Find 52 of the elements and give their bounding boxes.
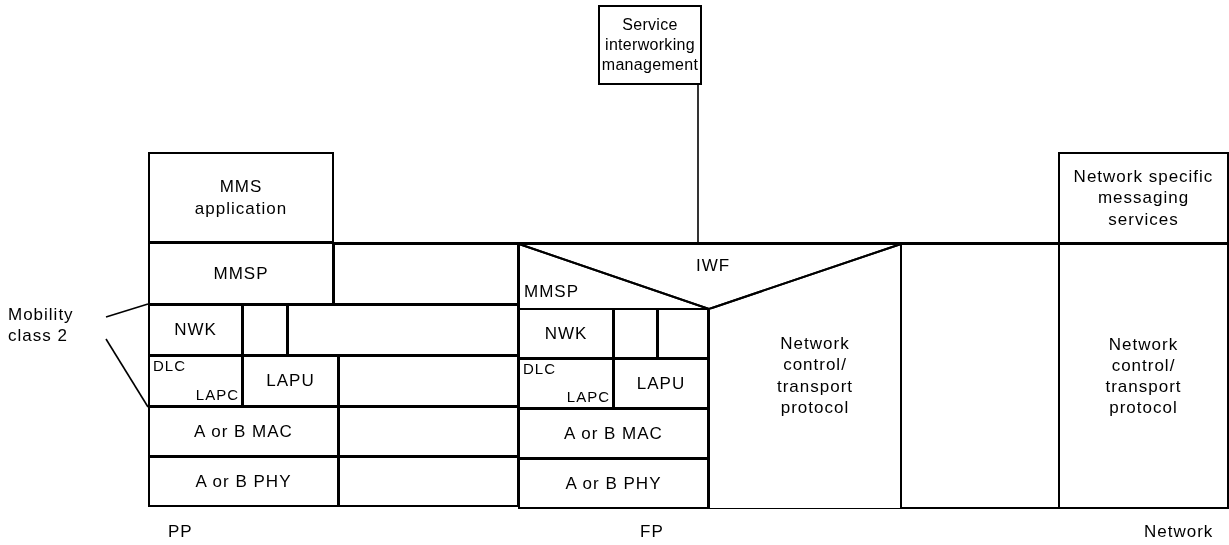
layer-box [518, 358, 614, 409]
layer-box [148, 406, 339, 457]
layer-box [148, 304, 243, 356]
leader-line [105, 303, 149, 318]
layer-label: Network specific messaging services [1072, 166, 1215, 230]
empty-layer-box [900, 243, 1060, 509]
empty-layer-box [657, 308, 709, 359]
column-label: FP [640, 522, 664, 542]
layer-label: IWF [696, 255, 731, 277]
empty-layer-box [338, 355, 519, 407]
layer-label: MMS application [193, 176, 289, 219]
layer-box [518, 458, 709, 509]
layer-label: DLC [153, 357, 186, 376]
annotation-label: Mobility class 2 [8, 300, 104, 350]
leader-line [105, 338, 149, 408]
empty-layer-box [287, 304, 519, 356]
layer-label: LAPU [266, 370, 315, 392]
layer-box [518, 408, 709, 459]
layer-box [148, 456, 339, 507]
layer-box [598, 5, 702, 85]
layer-label: Network control/ transport protocol [775, 333, 855, 418]
layer-label: NWK [544, 322, 588, 345]
empty-layer-box [613, 308, 658, 359]
layer-box [148, 242, 334, 305]
layer-label: Service interworking management [600, 15, 700, 75]
layer-label: MMSP [213, 262, 269, 285]
layer-box [1058, 243, 1229, 509]
layer-box [1058, 152, 1229, 244]
empty-layer-box [242, 304, 288, 356]
column-label: PP [168, 522, 193, 542]
layer-box [148, 152, 334, 243]
layer-label: NWK [174, 319, 217, 341]
column-label: Network [1144, 522, 1214, 542]
connector-line [697, 84, 699, 244]
layer-box [148, 355, 243, 407]
layer-label: DLC [523, 360, 556, 379]
empty-layer-box [338, 456, 519, 507]
layer-label: A or B MAC [564, 422, 663, 445]
layer-label: LAPC [566, 388, 610, 407]
empty-layer-box [338, 406, 519, 457]
layer-label: A or B PHY [565, 472, 662, 495]
layer-box [518, 243, 902, 309]
layer-label: Network control/ transport protocol [1104, 333, 1183, 419]
layer-label: A or B MAC [194, 420, 293, 443]
layer-label: A or B PHY [195, 470, 292, 493]
layer-box [613, 358, 709, 409]
layer-box [242, 355, 339, 407]
layer-box [518, 308, 614, 359]
empty-layer-box [333, 243, 519, 305]
layer-label: MMSP [524, 281, 579, 303]
layer-label: LAPC [195, 386, 239, 405]
layer-label: LAPU [636, 372, 686, 395]
